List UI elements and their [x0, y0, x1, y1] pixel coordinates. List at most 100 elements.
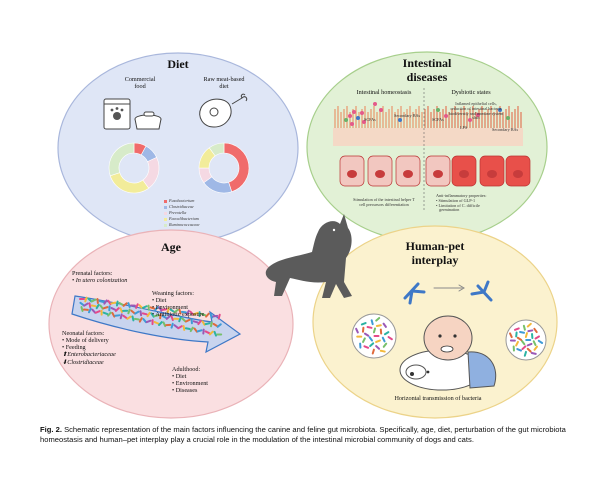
age-title: Age	[161, 240, 181, 254]
bacterium	[129, 304, 136, 307]
bacterium	[371, 348, 375, 355]
bacterium	[122, 302, 128, 307]
legend-swatch-faecalibacterium	[164, 217, 167, 221]
lps-label: LPS	[460, 125, 468, 130]
bacterium	[158, 321, 163, 326]
bacterium	[362, 120, 366, 124]
baby-and-dog-illustration	[399, 315, 497, 391]
bacterium	[131, 315, 135, 322]
weaning-item-environment: Environment	[152, 304, 204, 311]
bacterium	[217, 313, 221, 320]
bacterium	[522, 324, 526, 331]
bacterium	[356, 116, 360, 120]
neonatal-item-feeding: Feeding	[62, 344, 116, 351]
bacterium	[506, 116, 510, 120]
weaning-item-diet: Diet	[152, 297, 204, 304]
prenatal-title: Prenatal factors:	[72, 270, 113, 277]
bacterium	[512, 345, 515, 352]
bacterium	[534, 335, 540, 340]
legend-fusobacterium: Fusobacterium	[169, 197, 195, 203]
anti-inflammatory-title: Anti-inflammatory properties:	[436, 193, 487, 198]
bacterium	[107, 311, 112, 317]
bacterium	[162, 321, 167, 328]
bacterium	[130, 309, 136, 315]
bacterium	[212, 314, 219, 318]
bacterium	[525, 339, 532, 341]
cell-nucleus	[513, 170, 523, 178]
bacterium	[537, 339, 544, 344]
bacterium	[468, 118, 472, 122]
secondary-bas-label-2: Secondary BAs	[492, 127, 519, 132]
bacterium	[127, 308, 131, 315]
cell-nucleus	[433, 170, 443, 178]
homeostasis-label: Intestinal homeostasis	[356, 89, 412, 96]
adulthood-factors: Adulthood: Diet Environment Diseases	[172, 366, 208, 395]
bacterium	[509, 332, 513, 339]
bacterium	[348, 114, 352, 118]
bacterium	[513, 327, 520, 331]
bacterium	[134, 310, 140, 315]
bacterium	[189, 326, 194, 333]
bacterium	[533, 327, 538, 334]
bacterium	[127, 302, 131, 308]
donut-commercial-food	[108, 142, 160, 194]
bacterium	[361, 326, 365, 333]
bacterium	[382, 322, 387, 328]
cell-nucleus	[347, 170, 357, 178]
bacterium	[523, 350, 527, 357]
bacterium	[370, 319, 374, 326]
bacterium	[381, 336, 386, 343]
bacterium	[151, 319, 154, 326]
intestinal-title: Intestinal diseases	[402, 56, 452, 84]
neonatal-title: Neonatal factors:	[62, 330, 105, 337]
arrow-up-icon: ⬆	[62, 351, 68, 359]
bacterium	[141, 305, 148, 309]
bacterium	[375, 316, 381, 322]
bacterium	[138, 317, 143, 323]
bacterium	[359, 342, 362, 349]
adulthood-title: Adulthood:	[172, 366, 201, 373]
neonatal-factors: Neonatal factors: Mode of delivery Feedi…	[62, 330, 116, 366]
diet-title: Diet	[167, 57, 189, 71]
down-taxon-label: Clostridiaceae	[67, 358, 104, 366]
bacterium	[147, 304, 150, 311]
bacterium	[436, 108, 440, 112]
bacterium	[82, 308, 89, 311]
bacterium	[197, 319, 202, 326]
bacterium	[350, 122, 354, 126]
bacterium	[362, 337, 366, 343]
bacterium	[204, 322, 211, 326]
bacterium	[213, 330, 218, 337]
bacterium	[355, 327, 359, 334]
bacterium	[524, 332, 528, 338]
bacterium	[107, 299, 112, 306]
bacterium	[122, 309, 129, 312]
bacterium	[96, 298, 99, 305]
bacterium	[515, 331, 518, 338]
bacterium	[111, 312, 116, 318]
bacteria-transfer-icons	[403, 280, 493, 305]
donut-raw-meat	[198, 142, 250, 194]
bacterium	[379, 328, 383, 335]
bacterium	[509, 339, 516, 342]
bacterium	[90, 298, 97, 303]
epithelial-cells	[339, 155, 531, 187]
bacterium	[532, 340, 537, 346]
villi	[334, 106, 522, 128]
bacterium	[356, 335, 363, 338]
anti-inflammatory: Anti-inflammatory properties: Stimulatio…	[436, 193, 487, 213]
dysbiotic-label: Dysbiotic states	[451, 89, 491, 96]
bacterium	[133, 317, 140, 321]
dog-cat-silhouette	[265, 214, 352, 298]
bacterium	[196, 329, 203, 333]
adulthood-item-environment: Environment	[172, 380, 208, 387]
bacterium	[398, 118, 402, 122]
diet-legend: Fusobacterium Clostridiaceae Prevotella …	[164, 198, 199, 228]
bacterium	[360, 111, 364, 115]
bacterium	[98, 300, 105, 304]
prenatal-item: In utero colonization	[72, 277, 128, 284]
bacterium	[146, 311, 151, 318]
bacterium	[145, 319, 152, 324]
bacterium	[119, 313, 123, 320]
bacterium	[382, 342, 388, 348]
